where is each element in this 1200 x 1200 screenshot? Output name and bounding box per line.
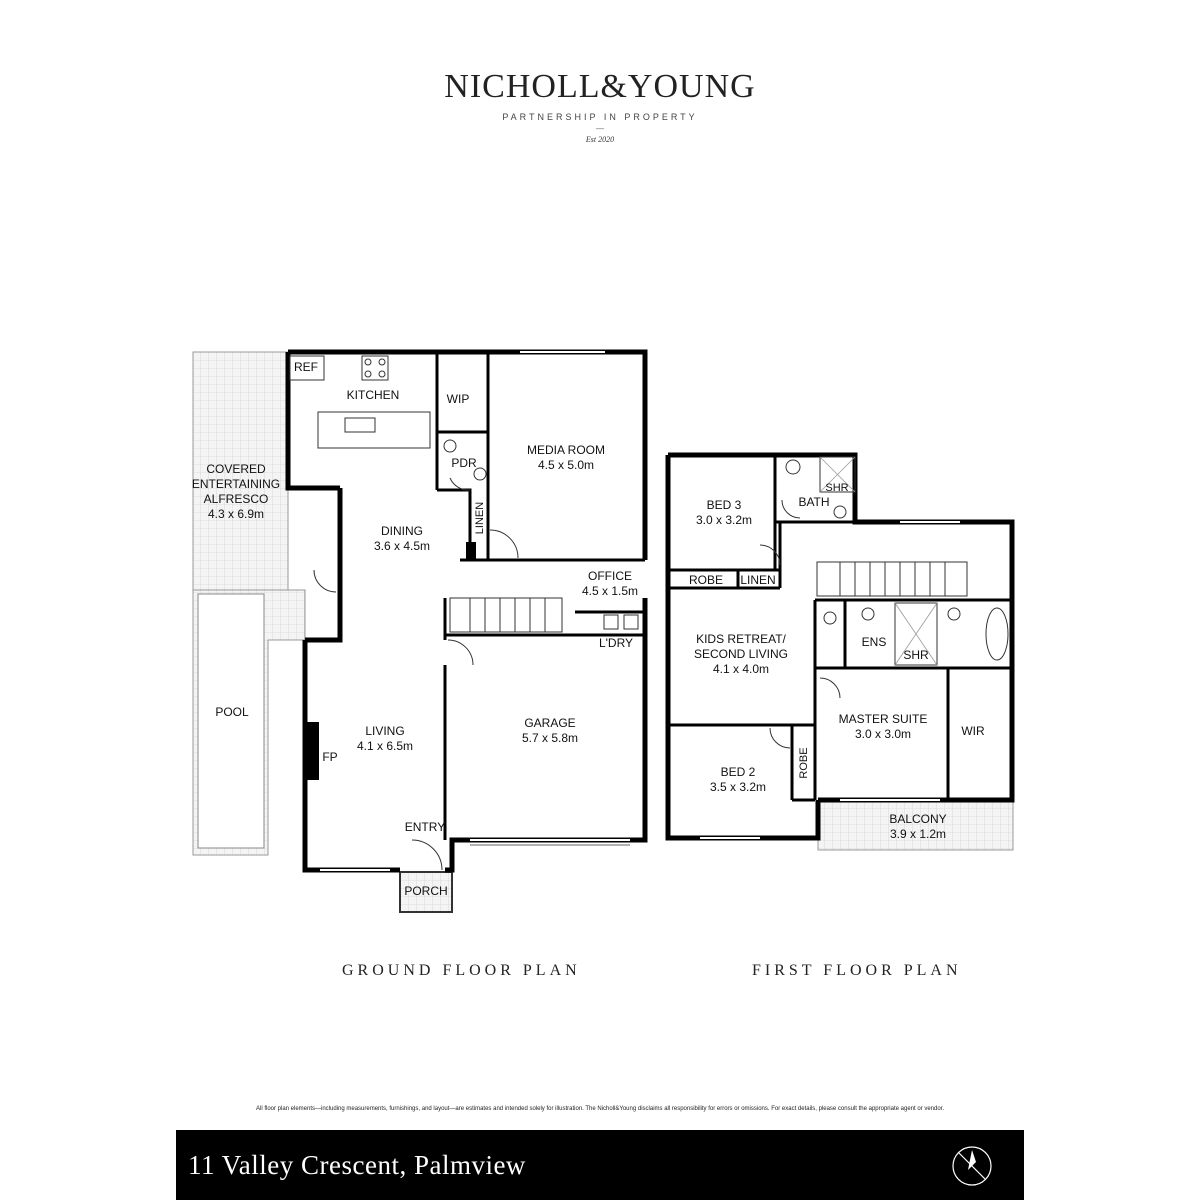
ref-label: REF [294, 360, 318, 374]
pool [197, 593, 265, 849]
pdr-label: PDR [451, 456, 477, 470]
brand-established: Est 2020 [585, 135, 615, 144]
bath-shower-label: SHR [825, 482, 848, 494]
balcony-area [817, 799, 1014, 851]
wir-label: WIR [961, 724, 985, 738]
ensuite-shower-label: SHR [903, 648, 929, 662]
linen-first-label: LINEN [740, 573, 775, 587]
master-suite-label: MASTER SUITE [839, 712, 928, 726]
balcony-label: BALCONY [889, 812, 946, 826]
garage-size: 5.7 x 5.8m [522, 731, 578, 745]
fireplace-label: FP [322, 750, 337, 764]
fridge-icon [289, 355, 325, 381]
first-floor-title: FIRST FLOOR PLAN [752, 962, 962, 979]
living-size: 4.1 x 6.5m [357, 739, 413, 753]
bath-label: BATH [798, 495, 829, 509]
footer-bar: 11 Valley Crescent, Palmview [176, 1130, 1024, 1200]
kitchen-sink [344, 417, 376, 433]
office-label: OFFICE [588, 569, 632, 583]
porch-label: PORCH [404, 884, 447, 898]
alfresco-label-3: ALFRESCO [204, 492, 269, 506]
porch-area [399, 871, 453, 913]
brand-tagline: PARTNERSHIP IN PROPERTY [502, 112, 698, 122]
first-stairs [816, 561, 968, 597]
media-room-label: MEDIA ROOM [527, 443, 605, 457]
laundry-label: L'DRY [599, 636, 633, 650]
compass-monogram-icon [952, 1146, 992, 1186]
alfresco-label-1: COVERED [206, 462, 266, 476]
ground-floor-plan: REF KITCHEN WIP PDR LINEN MEDIA ROOM 4.5… [192, 349, 648, 913]
ensuite-label: ENS [862, 635, 887, 649]
kitchen-island [317, 411, 431, 449]
kids-retreat-label-1: KIDS RETREAT/ [696, 632, 786, 646]
master-suite-size: 3.0 x 3.0m [855, 727, 911, 741]
kids-retreat-size: 4.1 x 4.0m [713, 662, 769, 676]
kids-retreat-label-2: SECOND LIVING [694, 647, 788, 661]
robe-bed2-label: ROBE [798, 747, 810, 778]
property-address: 11 Valley Crescent, Palmview [188, 1150, 526, 1180]
media-room-size: 4.5 x 5.0m [538, 458, 594, 472]
ground-floor-title: GROUND FLOOR PLAN [342, 962, 581, 979]
first-floor-plan: BED 3 3.0 x 3.2m BATH SHR ROBE LINEN KID… [665, 452, 1015, 851]
ground-stairs [449, 597, 563, 633]
balcony-size: 3.9 x 1.2m [890, 827, 946, 841]
kitchen-label: KITCHEN [347, 388, 400, 402]
linen-ground-label: LINEN [474, 502, 486, 534]
cooktop-icon [361, 355, 389, 381]
ground-walls [285, 349, 648, 873]
bed2-size: 3.5 x 3.2m [710, 780, 766, 794]
first-interior-walls [668, 455, 1012, 802]
ground-doors [313, 477, 519, 871]
ground-interior-walls [435, 352, 645, 840]
dining-label: DINING [381, 524, 423, 538]
dining-size: 3.6 x 4.5m [374, 539, 430, 553]
brand-header: NICHOLL&YOUNG PARTNERSHIP IN PROPERTY — … [0, 68, 1200, 144]
office-size: 4.5 x 1.5m [582, 584, 638, 598]
bed3-size: 3.0 x 3.2m [696, 513, 752, 527]
fireplace [305, 722, 319, 780]
first-doors [759, 499, 841, 749]
pool-label: POOL [215, 705, 249, 719]
alfresco-size: 4.3 x 6.9m [208, 507, 264, 521]
wip-label: WIP [447, 392, 470, 406]
disclaimer-text: All floor plan elements—including measur… [255, 1106, 945, 1112]
garage-label: GARAGE [524, 716, 575, 730]
living-label: LIVING [365, 724, 404, 738]
entry-label: ENTRY [405, 820, 445, 834]
bed3-label: BED 3 [707, 498, 742, 512]
robe-bed3-label: ROBE [689, 573, 723, 587]
brand-divider: — [596, 124, 604, 133]
bed2-label: BED 2 [721, 765, 756, 779]
alfresco-label-2: ENTERTAINING [192, 477, 280, 491]
brand-logo-text: NICHOLL&YOUNG [444, 68, 756, 105]
